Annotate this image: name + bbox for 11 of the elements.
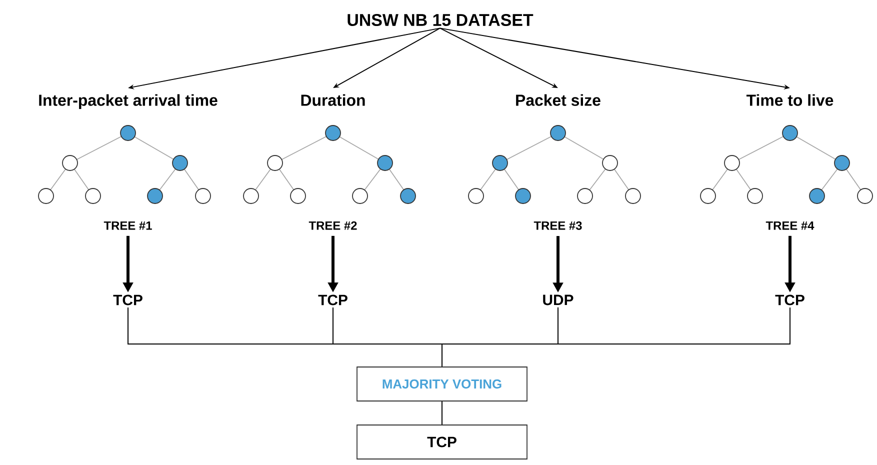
tree-caption: Inter-packet arrival time TREE #1 xyxy=(39,94,218,230)
class-label: UDP xyxy=(543,294,574,306)
tree-caption: Time to live TREE #4 xyxy=(746,94,834,230)
dataset-title: UNSW NB 15 DATASET xyxy=(348,14,534,26)
tree-caption: Duration TREE #2 xyxy=(301,94,365,230)
class-label: TCP xyxy=(775,294,804,306)
class-label: TCP xyxy=(318,294,348,306)
voting-box: MAJORITY VOTING xyxy=(356,366,528,402)
tree-caption: Packet size TREE #3 xyxy=(516,94,600,230)
class-label: TCP xyxy=(113,294,142,306)
result-box: TCP xyxy=(356,424,528,460)
